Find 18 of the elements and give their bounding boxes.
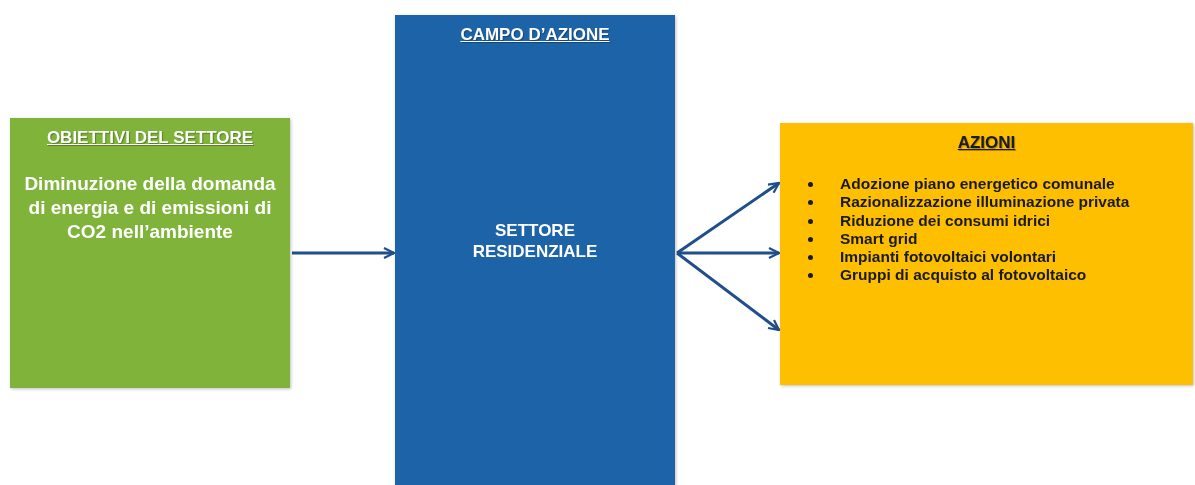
action-item: Gruppi di acquisto al fotovoltaico	[806, 266, 1185, 285]
action-item: Smart grid	[806, 229, 1185, 249]
action-item: Riduzione dei consumi idrici	[806, 211, 1185, 230]
arrow	[676, 181, 781, 255]
sector-text: SETTORE RESIDENZIALE	[471, 220, 599, 263]
arrow	[676, 251, 781, 332]
box-heading: OBIETTIVI DEL SETTORE	[46, 128, 254, 148]
actions-box	[780, 123, 1193, 385]
action-item: Impianti fotovoltaici volontari	[806, 248, 1185, 267]
action-item: Adozione piano energetico comunale	[806, 175, 1185, 194]
action-item: Razionalizzazione illuminazione privata	[806, 193, 1185, 212]
arrow	[677, 246, 781, 260]
objective-box	[10, 118, 290, 388]
sector-box	[395, 15, 675, 485]
objective-text: Diminuzione della domanda di energia e di emissioni di CO2 nell’ambiente	[23, 172, 277, 244]
box-heading: AZIONI	[957, 133, 1016, 153]
box-heading: CAMPO D’AZIONE	[460, 25, 610, 45]
arrow	[292, 246, 396, 260]
